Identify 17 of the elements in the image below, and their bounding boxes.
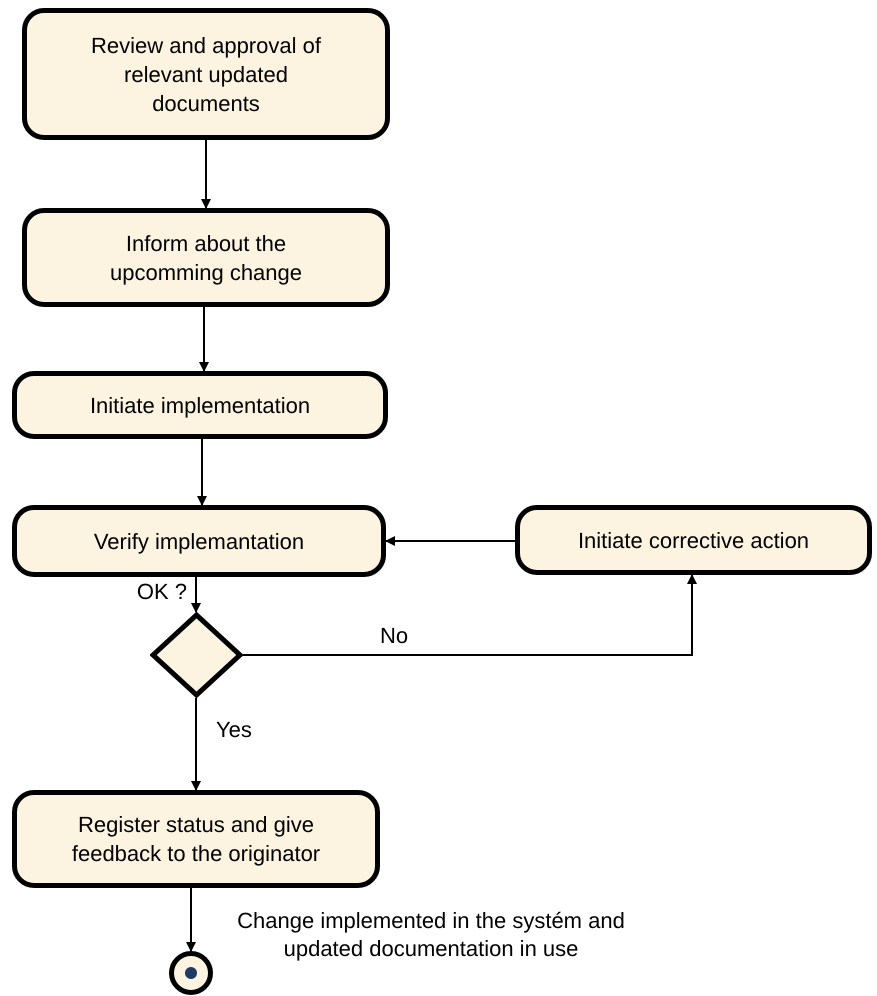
arrow bbox=[186, 888, 196, 952]
process-box: Inform about the upcomming change bbox=[22, 208, 390, 307]
decision-diamond bbox=[150, 612, 243, 698]
arrow bbox=[243, 574, 697, 656]
process-box: Verify implemantation bbox=[12, 505, 386, 577]
arrow bbox=[191, 698, 201, 791]
arrow bbox=[197, 439, 207, 506]
process-box: Initiate implementation bbox=[12, 371, 388, 439]
arrow bbox=[201, 140, 211, 209]
end-node bbox=[169, 951, 213, 995]
process-box: Initiate corrective action bbox=[515, 505, 872, 575]
arrow bbox=[191, 577, 201, 613]
arrow bbox=[199, 307, 209, 372]
process-box: Register status and give feedback to the originator bbox=[12, 790, 380, 888]
process-box: Review and approval of relevant updated documents bbox=[22, 8, 390, 140]
arrow bbox=[385, 536, 515, 546]
end-caption: Change implemented in the systém and updated documentation in use bbox=[236, 907, 626, 963]
